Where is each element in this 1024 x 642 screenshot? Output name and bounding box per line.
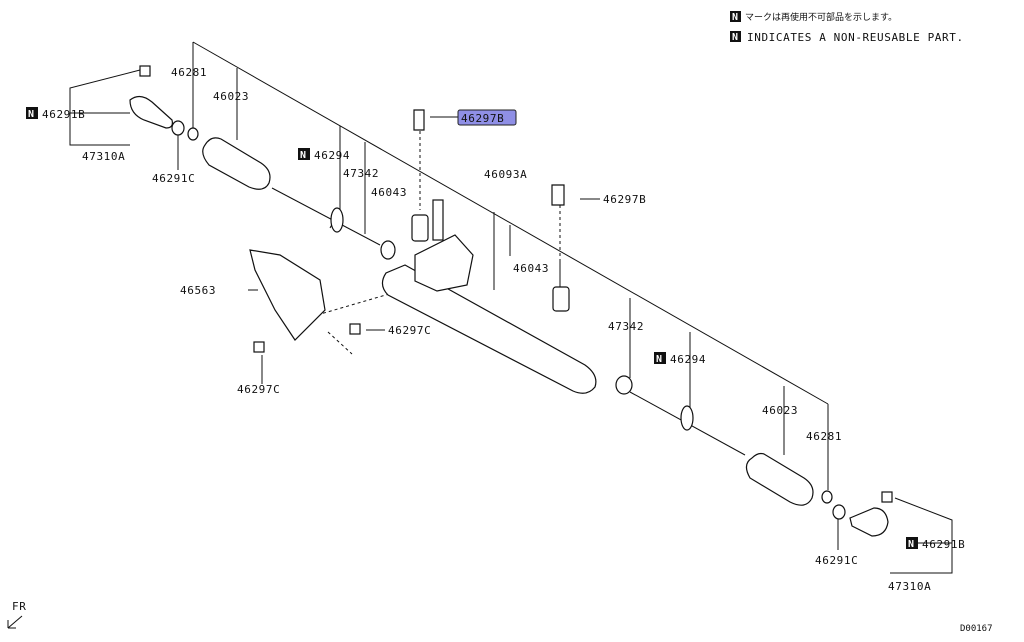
tie-rod-end-right: [849, 507, 889, 537]
pinion-housing: [414, 234, 474, 292]
label-46297c-mid[interactable]: 46297C: [388, 324, 431, 337]
svg-text:N: N: [28, 109, 34, 120]
bolt-46297c-mid: [349, 323, 361, 335]
front-arrow-icon: [7, 615, 23, 629]
boot-left: [202, 137, 271, 190]
svg-text:N: N: [732, 32, 738, 43]
label-46297c-left[interactable]: 46297C: [237, 383, 280, 396]
svg-text:N: N: [732, 12, 738, 23]
label-46291b-left[interactable]: 46291B: [42, 108, 85, 121]
clamp-46294-left: [330, 207, 344, 233]
label-46291b-right[interactable]: 46291B: [922, 538, 965, 551]
bolt-46297b-top: [413, 109, 425, 131]
label-47310a-left[interactable]: 47310A: [82, 150, 125, 163]
label-46023-bottom[interactable]: 46023: [762, 404, 798, 417]
non-reusable-marker-icon: [298, 148, 310, 160]
nut-46291c-right: [832, 504, 846, 520]
bolt-46297c-left: [253, 341, 265, 353]
non-reusable-marker-icon: [730, 11, 741, 22]
non-reusable-marker-icon: [906, 537, 918, 549]
svg-text:FR: FR: [12, 600, 26, 613]
legend-en: INDICATES A NON-REUSABLE PART.: [747, 31, 964, 44]
label-46297b-highlight[interactable]: 46297B: [461, 112, 504, 125]
label-46297b-right[interactable]: 46297B: [603, 193, 646, 206]
bolt-46297b-right: [551, 184, 565, 206]
clip-46281-right: [821, 490, 833, 504]
highlighted-part-46297b[interactable]: 46297B: [457, 109, 517, 126]
bushing-47342-left: [380, 240, 396, 260]
label-46291c-left[interactable]: 46291C: [152, 172, 195, 185]
non-reusable-marker-icon: [730, 31, 741, 42]
clip-46281-left: [187, 127, 199, 141]
mount-46043-top: [411, 214, 429, 242]
diagram-code: D00167: [960, 624, 993, 634]
legend: N マークは再使用不可部品を示します。 N INDICATES A NON-RE…: [730, 11, 964, 44]
heat-shield-46563: [249, 249, 326, 341]
nut-46291c-left: [171, 120, 185, 136]
label-46093a[interactable]: 46093A: [484, 168, 527, 181]
label-47310a-right[interactable]: 47310A: [888, 580, 931, 593]
tie-rod-end-left: [129, 95, 173, 129]
parts: [129, 65, 893, 537]
label-47342-bottom[interactable]: 47342: [608, 320, 644, 333]
legend-jp: マークは再使用不可部品を示します。: [745, 11, 897, 23]
nut-right: [881, 491, 893, 503]
svg-text:N: N: [908, 539, 914, 550]
pinion-shaft: [432, 199, 444, 241]
part-labels: 46281 46023 N 46291B 47310A 46291C N 462…: [26, 66, 965, 593]
label-46294-top[interactable]: 46294: [314, 149, 350, 162]
label-46043-mid[interactable]: 46043: [513, 262, 549, 275]
bushing-47342-right: [615, 375, 633, 395]
front-marker: FR: [7, 600, 26, 629]
label-46043-top[interactable]: 46043: [371, 186, 407, 199]
non-reusable-marker-icon: [654, 352, 666, 364]
label-46291c-bottom[interactable]: 46291C: [815, 554, 858, 567]
boot-right: [745, 452, 814, 506]
nut-left: [139, 65, 151, 77]
label-46281-top[interactable]: 46281: [171, 66, 207, 79]
label-47342-top[interactable]: 47342: [343, 167, 379, 180]
mount-46043-mid: [552, 286, 570, 312]
label-46281-bottom[interactable]: 46281: [806, 430, 842, 443]
non-reusable-marker-icon: [26, 107, 38, 119]
label-46023-top[interactable]: 46023: [213, 90, 249, 103]
svg-text:N: N: [656, 354, 662, 365]
label-46294-bottom[interactable]: 46294: [670, 353, 706, 366]
rack-housing: [381, 264, 597, 394]
clamp-46294-right: [680, 405, 694, 431]
svg-text:N: N: [300, 150, 306, 161]
label-46563[interactable]: 46563: [180, 284, 216, 297]
